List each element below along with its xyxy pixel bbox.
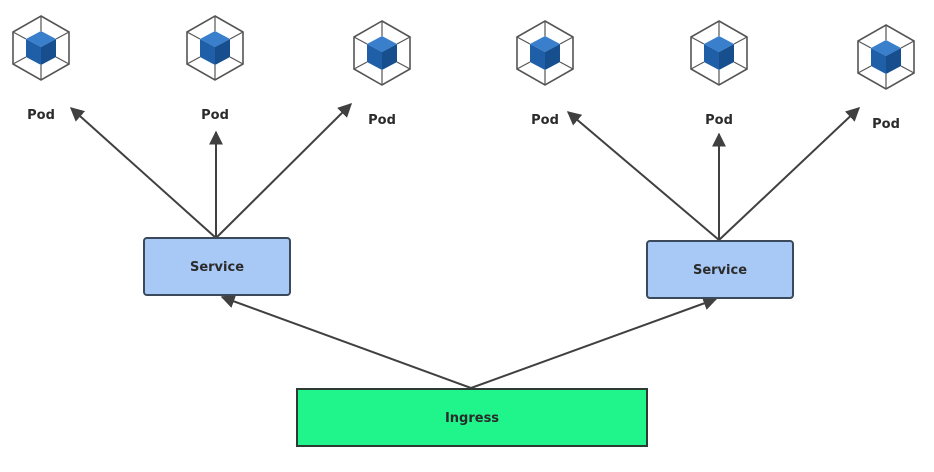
edges <box>69 103 861 389</box>
edge-ingress-service-2 <box>470 296 718 389</box>
pod-6: Pod <box>857 24 915 132</box>
edge-service-1-pod-1 <box>69 107 217 239</box>
ingress: Ingress <box>296 388 648 447</box>
pod-label: Pod <box>872 117 900 132</box>
pod-5: Pod <box>690 20 748 128</box>
pod-label: Pod <box>27 108 55 123</box>
cube-icon <box>12 15 70 81</box>
cube-icon <box>690 20 748 86</box>
service-2: Service <box>646 240 794 299</box>
cube-icon <box>516 20 574 86</box>
cube-icon <box>353 20 411 86</box>
edge-service-2-pod-4 <box>566 111 720 241</box>
edge-service-2-pod-6 <box>718 107 861 241</box>
ingress-box <box>296 388 648 447</box>
cube-icon <box>186 15 244 81</box>
service-box <box>646 240 794 299</box>
cube-icon <box>857 24 915 90</box>
pod-label: Pod <box>368 113 396 128</box>
pods: Pod Pod Pod <box>12 15 915 132</box>
pod-1: Pod <box>12 15 70 123</box>
pod-label: Pod <box>705 113 733 128</box>
pod-label: Pod <box>531 113 559 128</box>
service-label: Service <box>693 263 747 278</box>
edge-ingress-service-1 <box>220 294 472 389</box>
service-1: Service <box>143 237 291 296</box>
ingress-label: Ingress <box>445 411 499 426</box>
pod-3: Pod <box>353 20 411 128</box>
service-box <box>143 237 291 296</box>
pod-2: Pod <box>186 15 244 123</box>
service-label: Service <box>190 260 244 275</box>
pod-4: Pod <box>516 20 574 128</box>
edge-service-1-pod-3 <box>215 103 352 239</box>
pod-label: Pod <box>201 108 229 123</box>
